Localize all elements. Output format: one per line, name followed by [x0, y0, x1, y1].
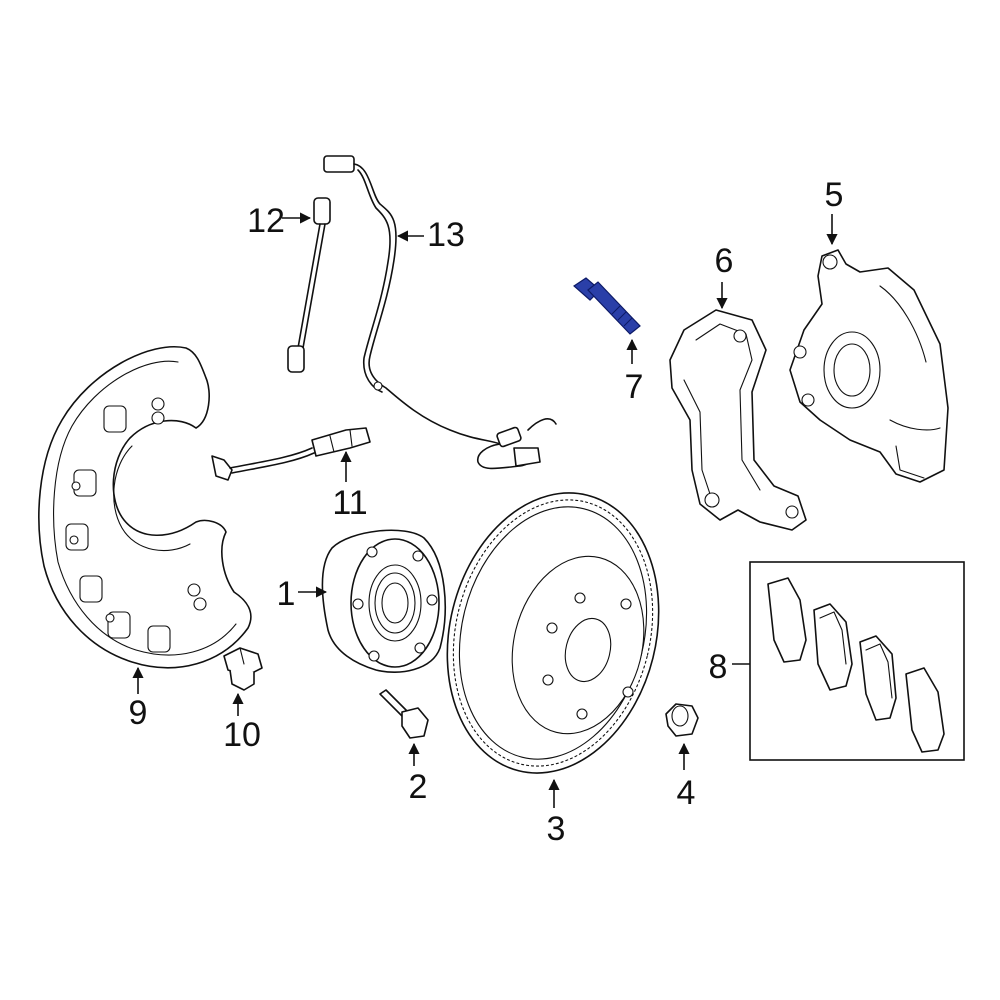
callout-4[interactable]: 4: [677, 774, 696, 812]
speed-sensor-part[interactable]: [211, 427, 371, 481]
caliper-bracket-part[interactable]: [669, 309, 807, 531]
wheel-hub-part[interactable]: [321, 529, 446, 673]
callout-7[interactable]: 7: [625, 368, 644, 406]
callout-12[interactable]: 12: [247, 202, 285, 240]
callout-13[interactable]: 13: [427, 216, 465, 254]
callout-1[interactable]: 1: [277, 575, 296, 613]
steering-knuckle-part[interactable]: [789, 249, 949, 483]
caliper-bolt-part[interactable]: [573, 277, 641, 335]
callout-9[interactable]: 9: [129, 694, 148, 732]
dust-shield-part[interactable]: [38, 346, 252, 669]
wear-sensor-part[interactable]: [287, 197, 331, 373]
callout-5[interactable]: 5: [825, 176, 844, 214]
callout-6[interactable]: 6: [715, 242, 734, 280]
callout-10[interactable]: 10: [223, 716, 261, 754]
brake-disc-part[interactable]: [419, 470, 688, 795]
callout-2[interactable]: 2: [409, 768, 428, 806]
abs-harness-part[interactable]: [323, 155, 557, 470]
hub-bolt-part[interactable]: [379, 689, 429, 739]
disc-screw-part[interactable]: [665, 703, 699, 737]
callout-3[interactable]: 3: [547, 810, 566, 848]
callout-11[interactable]: 11: [332, 484, 367, 522]
shield-bolt-part[interactable]: [223, 647, 263, 691]
callout-8[interactable]: 8: [709, 648, 728, 686]
brake-pad-set-part[interactable]: [749, 561, 965, 761]
